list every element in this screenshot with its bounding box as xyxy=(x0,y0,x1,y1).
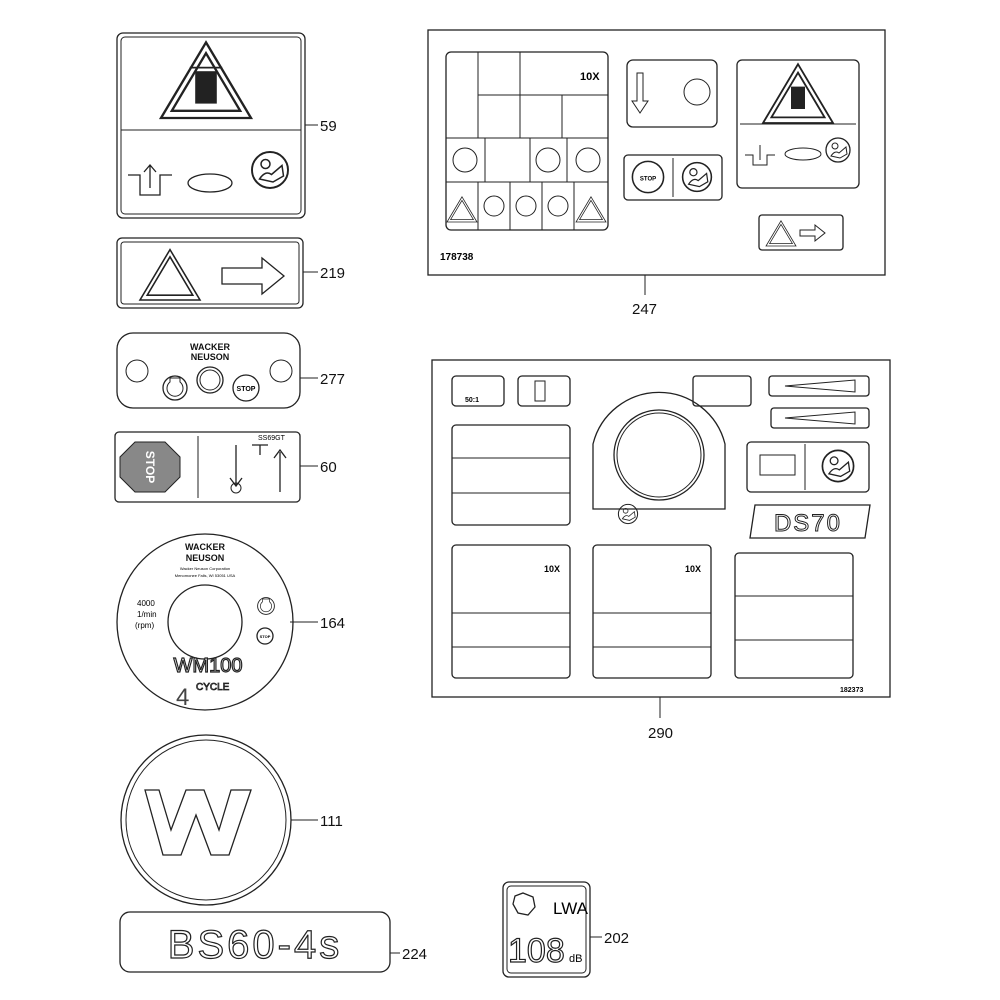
multi-warning-decal: 10X xyxy=(451,544,571,679)
engine-stop-icon: STOP xyxy=(631,160,665,194)
cycle-text: CYCLE xyxy=(196,682,230,693)
kit-number: 178738 xyxy=(440,252,474,263)
decal-111: 111 xyxy=(120,734,343,906)
callout-60: 60 xyxy=(320,459,337,476)
decal-277: WACKER NEUSON STOP 277 xyxy=(116,332,345,409)
model-name: DS70 xyxy=(774,510,842,537)
decal-202: LWA 108 dB 202 xyxy=(502,881,629,978)
callout-59: 59 xyxy=(320,118,337,135)
eye-protection-icon xyxy=(683,78,711,106)
model-name: BS60-4s xyxy=(168,923,342,967)
multi-warning-decal xyxy=(734,552,854,679)
fuel-ratio: 50:1 xyxy=(465,397,479,404)
callout-164: 164 xyxy=(320,615,345,632)
decal-219: 219 xyxy=(116,237,345,309)
sound-level: 108 xyxy=(508,932,565,970)
callout-290: 290 xyxy=(648,725,673,742)
decal-kit-290: 50:1 DS70 10X 10X xyxy=(431,359,891,742)
choke-arrows-icon xyxy=(229,444,287,492)
decal-kit-247: 10X 178738 STOP 247 xyxy=(427,29,886,318)
stop-sign-text: STOP xyxy=(143,451,157,483)
multi-warning-decal: 10X xyxy=(592,544,712,679)
decal-60: STOP SS69GT 60 xyxy=(114,431,337,503)
brand-wacker: WACKER xyxy=(190,342,230,352)
brand-wacker: WACKER xyxy=(185,542,225,552)
read-manual-icon xyxy=(251,151,289,189)
repeat-count: 10X xyxy=(685,564,701,574)
engine-stop-icon: STOP xyxy=(256,627,274,645)
brand-neuson: NEUSON xyxy=(191,352,230,362)
callout-224: 224 xyxy=(402,946,427,963)
stop-sign-icon xyxy=(119,441,181,493)
decal-164: WACKER NEUSON Wacker Neuson Corporation … xyxy=(116,533,345,711)
callout-247: 247 xyxy=(632,301,657,318)
callout-202: 202 xyxy=(604,930,629,947)
brand-neuson: NEUSON xyxy=(186,553,225,563)
engine-start-icon xyxy=(162,375,188,401)
warning-triangle-icon xyxy=(159,41,253,120)
engine-stop-icon: STOP xyxy=(232,374,260,402)
callout-219: 219 xyxy=(320,265,345,282)
kit-number: 182373 xyxy=(840,687,863,694)
rpm-unit-label: (rpm) xyxy=(135,621,154,630)
decal-59: 59 xyxy=(116,32,337,219)
company-name: Wacker Neuson Corporation xyxy=(180,566,230,571)
cycle-digit: 4 xyxy=(176,684,189,711)
read-manual-icon xyxy=(681,161,713,193)
company-address: Menomonee Falls, WI 53051 USA xyxy=(175,573,236,578)
lift-arrow-icon xyxy=(128,164,172,196)
ds70-decal xyxy=(749,504,871,539)
decal-code: SS69GT xyxy=(258,435,286,442)
rpm-unit: 1/min xyxy=(137,610,157,619)
callout-277: 277 xyxy=(320,371,345,388)
model-name: WM100 xyxy=(174,655,243,677)
fuel-cap-decal xyxy=(592,391,726,510)
sound-unit: dB xyxy=(569,953,582,965)
turtle-icon xyxy=(187,173,233,193)
stop-text: STOP xyxy=(640,177,656,183)
stop-text: STOP xyxy=(237,386,256,393)
stop-text: STOP xyxy=(260,634,271,639)
fuel-pump-decal xyxy=(517,375,571,407)
lwa-label: LWA xyxy=(553,899,589,918)
hot-surface-warning-icon xyxy=(139,248,201,301)
repeat-count: 10X xyxy=(580,71,600,83)
callout-111: 111 xyxy=(320,813,343,830)
w-logo-icon xyxy=(144,789,252,856)
rpm-value: 4000 xyxy=(137,599,155,608)
engine-start-icon xyxy=(257,597,275,615)
repeat-count: 10X xyxy=(544,564,560,574)
arrow-right-icon xyxy=(221,256,286,296)
noise-icon xyxy=(512,892,536,916)
decal-224: BS60-4s 224 xyxy=(119,911,427,973)
multi-warning-decal xyxy=(451,424,571,526)
